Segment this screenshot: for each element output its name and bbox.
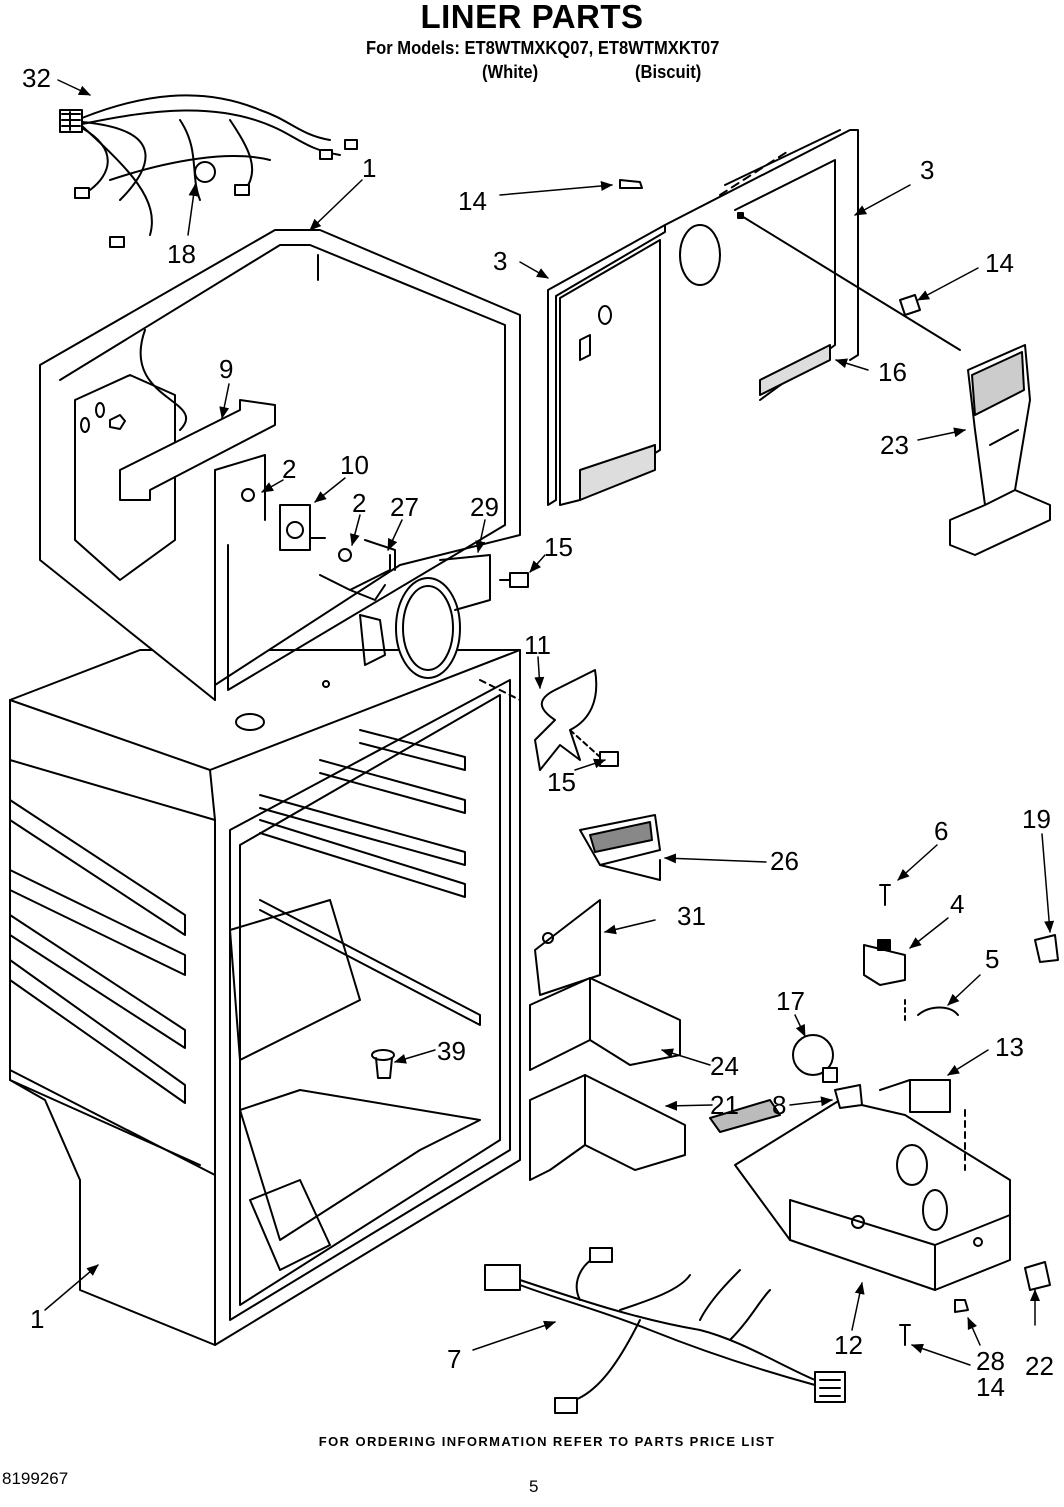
- callout-17: 17: [776, 986, 805, 1016]
- callout-32: 32: [22, 63, 51, 93]
- callout-11: 11: [524, 630, 551, 660]
- callout-24: 24: [710, 1051, 739, 1081]
- wire-harness-lower: [484, 1247, 846, 1414]
- callout-16: 16: [878, 357, 907, 387]
- callout-19: 19: [1022, 804, 1051, 834]
- callout-26: 26: [770, 846, 799, 876]
- control-housing-parts: [529, 814, 781, 1181]
- callout-23: 23: [880, 430, 909, 460]
- callout-3-left: 3: [493, 246, 507, 276]
- light-housing-assembly: [734, 934, 1059, 1313]
- main-liner-lower: [9, 649, 521, 1346]
- evaporator-fan-assembly: [119, 399, 619, 771]
- callout-14-bottom: 14: [976, 1372, 1005, 1402]
- color-biscuit-label: (Biscuit): [635, 62, 702, 82]
- color-white-label: (White): [482, 62, 539, 82]
- callout-9: 9: [219, 354, 233, 384]
- page-title: LINER PARTS: [420, 0, 644, 35]
- callout-21: 21: [710, 1090, 739, 1120]
- back-panel: [547, 129, 961, 506]
- leader-lines: [44, 79, 1055, 1366]
- callout-1-upper: 1: [362, 153, 376, 183]
- screws: [619, 179, 921, 1346]
- callout-31: 31: [677, 901, 706, 931]
- callout-1-lower: 1: [30, 1304, 44, 1334]
- models-line: For Models: ET8WTMXKQ07, ET8WTMXKT07: [366, 38, 720, 58]
- callout-2-upper: 2: [282, 454, 296, 484]
- callout-13: 13: [995, 1032, 1024, 1062]
- callout-27: 27: [390, 492, 419, 522]
- callout-28: 28: [976, 1346, 1005, 1376]
- callout-18: 18: [167, 239, 196, 269]
- callout-39: 39: [437, 1036, 466, 1066]
- callout-5: 5: [985, 944, 999, 974]
- callout-29: 29: [470, 492, 499, 522]
- callout-15-lower: 15: [547, 767, 576, 797]
- callout-4: 4: [950, 889, 964, 919]
- wire-harness-upper: [59, 94, 358, 248]
- ordering-note: FOR ORDERING INFORMATION REFER TO PARTS …: [318, 1434, 776, 1449]
- air-duct: [949, 344, 1051, 556]
- document-number: 8199267: [2, 1469, 69, 1488]
- callout-14-top: 14: [458, 186, 487, 216]
- freezer-liner: [39, 229, 521, 701]
- page-number: 5: [529, 1477, 539, 1496]
- callout-12: 12: [834, 1330, 863, 1360]
- callout-labels: 32 1 18 14 3 3 14 16 23 9 2 10 2 27 29 1…: [22, 63, 1054, 1402]
- callout-15-upper: 15: [544, 532, 573, 562]
- callout-8: 8: [772, 1090, 786, 1120]
- callout-2-lower: 2: [352, 488, 366, 518]
- callout-22: 22: [1025, 1351, 1054, 1381]
- callout-7: 7: [447, 1344, 461, 1374]
- callout-10: 10: [340, 450, 369, 480]
- callout-6: 6: [934, 816, 948, 846]
- callout-14-right: 14: [985, 248, 1014, 278]
- drain-fitting: [371, 1049, 395, 1079]
- callout-3-right: 3: [920, 155, 934, 185]
